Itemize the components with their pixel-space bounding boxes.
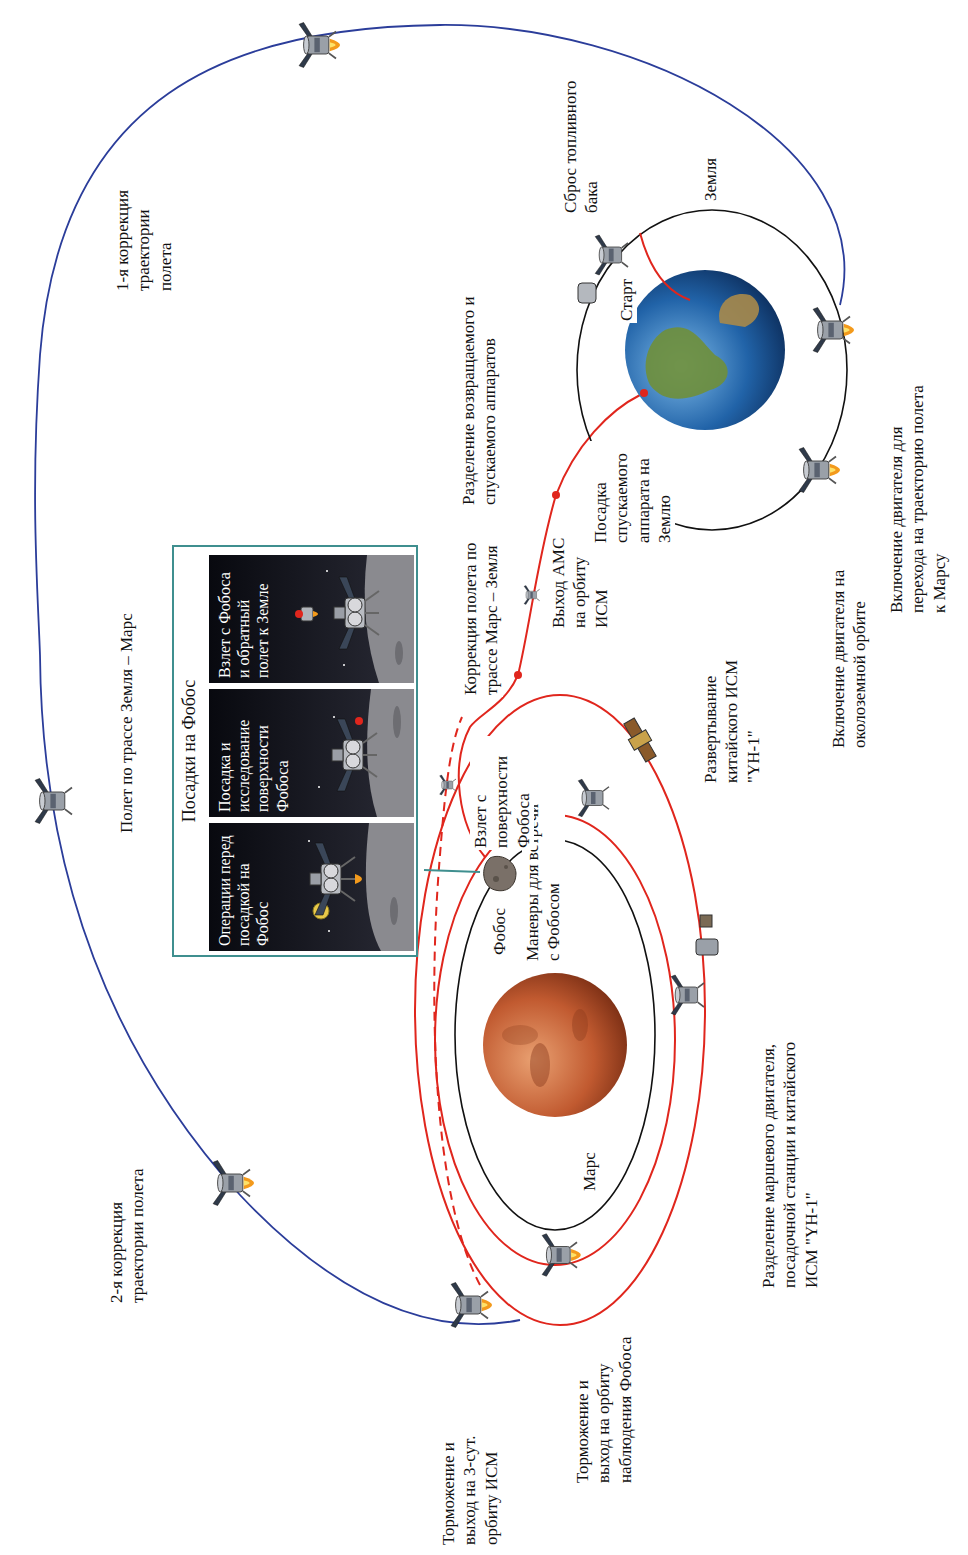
braking-craft: [451, 1283, 492, 1328]
annotation-label: Фобос: [489, 906, 510, 957]
cruise-craft: [35, 779, 72, 824]
phobos-crater: [493, 876, 499, 882]
mars-planet: [483, 973, 627, 1117]
annotation-label: Марс: [579, 1150, 600, 1193]
annotation-label: Включение двигателя для перехода на трае…: [886, 381, 950, 615]
panel-heading: Посадки на Фобос: [174, 547, 203, 955]
engine-burn-craft: [799, 448, 840, 493]
annotation-label: Сброс топливного бака: [560, 71, 603, 215]
scene-panel: Посадка и исследование поверхности Фобос…: [209, 689, 414, 817]
yh1-satellite: [620, 716, 659, 764]
annotation-label: Посадка спускаемого аппарата на Землю: [590, 441, 675, 545]
illustration-part: [624, 718, 656, 762]
maneuver-craft: [578, 779, 609, 817]
scene-caption: Операции перед посадкой на Фобос: [209, 823, 279, 951]
descent-capsule: [552, 491, 560, 499]
return-craft: [524, 586, 540, 605]
annotation-label: Развертывание китайского ИСМ "YH-1": [700, 656, 764, 785]
mars-surface: [572, 1009, 588, 1041]
annotation-label: Выход АМС на орбиту ИСМ: [548, 534, 612, 630]
scene-panel: Операции перед посадкой на Фобос: [209, 823, 414, 951]
braking-craft: [542, 1234, 581, 1277]
annotation-label: Включение двигателя на околоземной орбит…: [828, 546, 871, 750]
mars-surface: [530, 1043, 550, 1087]
scene-panel: Взлет с Фобоса и обратный полет к Земле: [209, 555, 414, 683]
scene-art: [209, 555, 414, 683]
engine-burn-craft: [813, 308, 854, 353]
fuel-tank: [578, 283, 596, 303]
correction-craft: [213, 1161, 254, 1206]
annotation-label: 2-я коррекция траектории полета: [106, 1126, 149, 1305]
transfer-trajectory: [35, 25, 844, 1324]
landing-point: [640, 389, 648, 397]
launch-trajectory: [640, 233, 690, 300]
earth-planet: [625, 270, 785, 430]
inset-panel: Посадки на ФобосОперации перед посадкой …: [172, 545, 418, 957]
annotation-label: Коррекция полета по трассе Марс – Земля: [460, 511, 503, 697]
scene-caption: Взлет с Фобоса и обратный полет к Земле: [209, 555, 279, 683]
annotation-label: Полет по трассе Земля – Марс: [116, 611, 137, 835]
takeoff-craft: [440, 775, 456, 795]
separation-craft: [671, 975, 704, 1015]
tank-drop-craft: [595, 235, 628, 275]
yh1-package: [700, 915, 712, 927]
return-capsule: [514, 671, 522, 679]
annotation-label: 1-я коррекция траектории полета: [112, 159, 176, 293]
inset-leader: [424, 870, 480, 872]
earth-land: [646, 327, 728, 398]
annotation-label: Разделение маршевого двигателя, посадочн…: [758, 1021, 822, 1290]
earth-land: [719, 294, 759, 327]
annotation-label: Земля: [700, 156, 721, 203]
scene-art: [209, 689, 414, 817]
scene-caption: Посадка и исследование поверхности Фобос…: [209, 689, 298, 817]
annotation-label: Взлет с поверхности Фобоса: [470, 736, 534, 850]
annotation-label: Разделение возвращаемого и спускаемого а…: [458, 293, 501, 507]
annotation-label: Торможение и выход на орбиту наблюдения …: [572, 1331, 636, 1485]
correction-craft: [299, 23, 340, 68]
illustration-part: [628, 730, 651, 750]
annotation-label: Торможение и выход на 3-сут. орбиту ИСМ: [438, 1408, 502, 1547]
mars-surface: [502, 1025, 538, 1045]
phobos-crater: [504, 865, 508, 869]
propulsion-module: [696, 939, 718, 955]
phobos-moon: [484, 856, 516, 890]
scene-art: [209, 823, 414, 951]
annotation-label: Старт: [616, 277, 637, 323]
